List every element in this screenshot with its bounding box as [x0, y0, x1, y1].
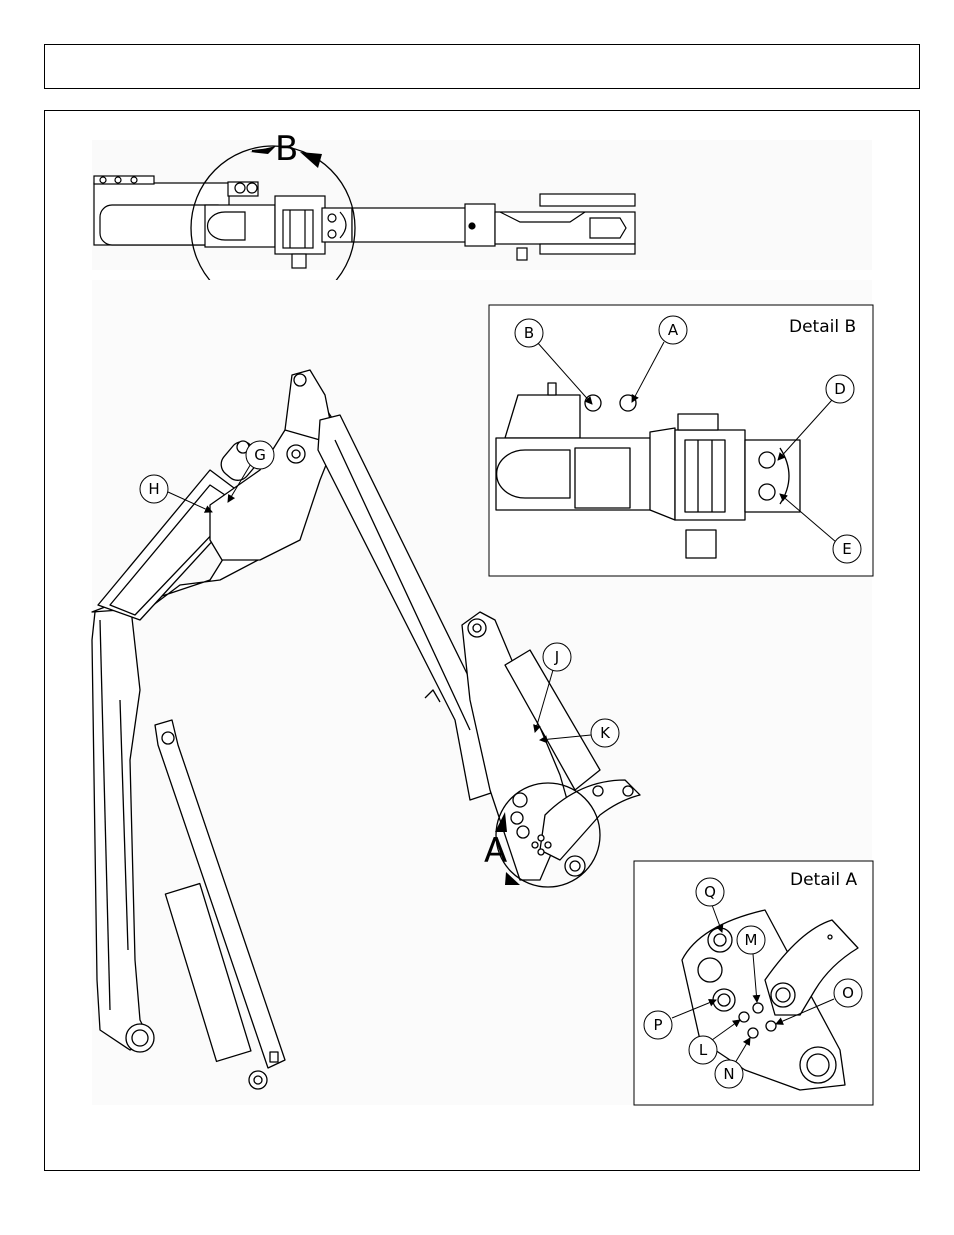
detail-b-callout-e-label: E — [842, 540, 851, 558]
detail-a-callout-m-label: M — [745, 931, 758, 949]
detail-b-callout-b-label: B — [524, 324, 534, 342]
callout-k-label: K — [600, 724, 611, 742]
callout-j-label: J — [554, 648, 559, 666]
detail-a-callout-q-label: Q — [704, 883, 716, 901]
detail-b-callout-d-label: D — [834, 380, 846, 398]
detail-a-callout-n-label: N — [723, 1065, 734, 1083]
section-a-label: A — [484, 831, 507, 871]
detail-a-callout-o-label: O — [842, 984, 854, 1002]
section-b-label: B — [275, 129, 298, 169]
detail-a-title: Detail A — [790, 870, 857, 890]
detail-b-box: Detail B B — [489, 305, 873, 576]
detail-b-title: Detail B — [789, 317, 856, 337]
detail-a-callout-l-label: L — [699, 1041, 708, 1059]
detail-a-box: Detail A Q M — [634, 861, 873, 1105]
detail-a-callout-p-label: P — [653, 1016, 662, 1034]
callout-g-label: G — [254, 446, 266, 464]
detail-b-callout-a-label: A — [668, 321, 679, 339]
callout-h-label: H — [148, 480, 159, 498]
